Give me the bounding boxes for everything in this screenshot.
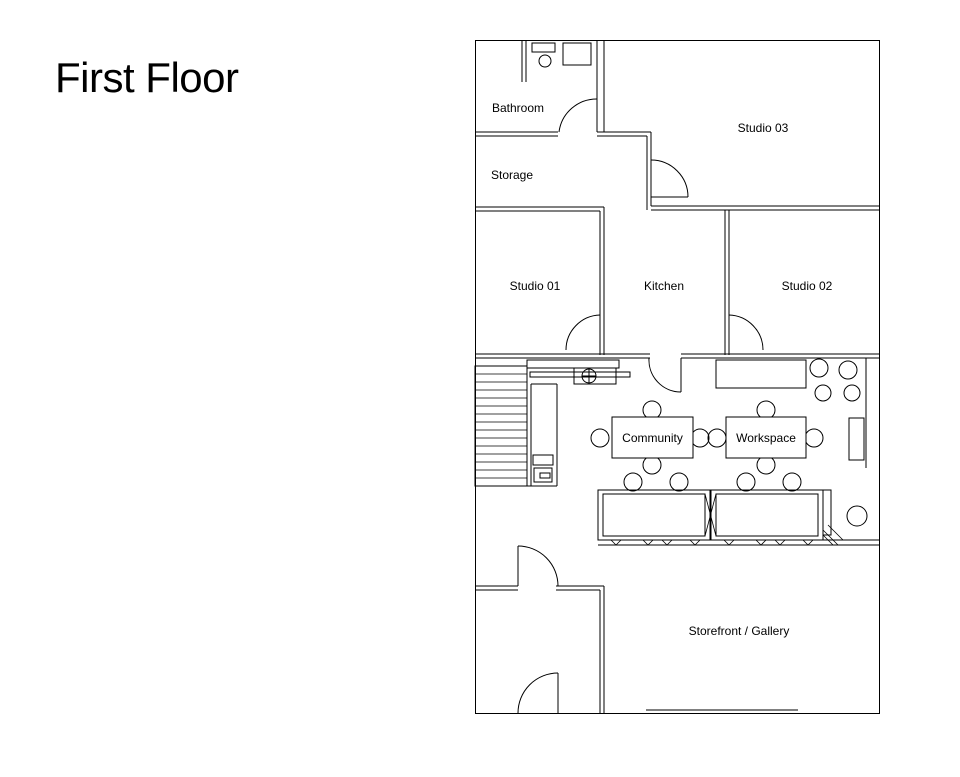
sink-fixture [573, 367, 617, 385]
room-label-workspace: Workspace [736, 431, 796, 445]
room-label-community: Community [622, 431, 683, 445]
room-label-studio-03: Studio 03 [738, 121, 789, 135]
staircase [474, 365, 528, 487]
door-entrance [517, 672, 559, 714]
table-workspace: Workspace [707, 400, 824, 475]
page-title: First Floor [55, 54, 239, 101]
display-benches [597, 472, 880, 546]
door-studio-01 [565, 314, 601, 351]
room-label-studio-01: Studio 01 [510, 279, 561, 293]
sink-fixture [531, 42, 556, 53]
door-lower [517, 545, 559, 587]
room-label-bathroom: Bathroom [492, 101, 544, 115]
room-label-studio-02: Studio 02 [782, 279, 833, 293]
kitchen-counter [526, 359, 631, 487]
room-label-kitchen: Kitchen [644, 279, 684, 293]
door-studio-03 [650, 159, 689, 198]
toilet-fixture [538, 54, 552, 68]
table-community: Community [590, 400, 710, 475]
door-kitchen [648, 357, 682, 393]
door-studio-02 [728, 314, 764, 351]
work-counter [715, 358, 867, 468]
door-bathroom [558, 98, 598, 133]
room-label-storefront: Storefront / Gallery [689, 624, 790, 638]
shower-fixture [562, 42, 592, 66]
room-label-storage: Storage [491, 168, 533, 182]
